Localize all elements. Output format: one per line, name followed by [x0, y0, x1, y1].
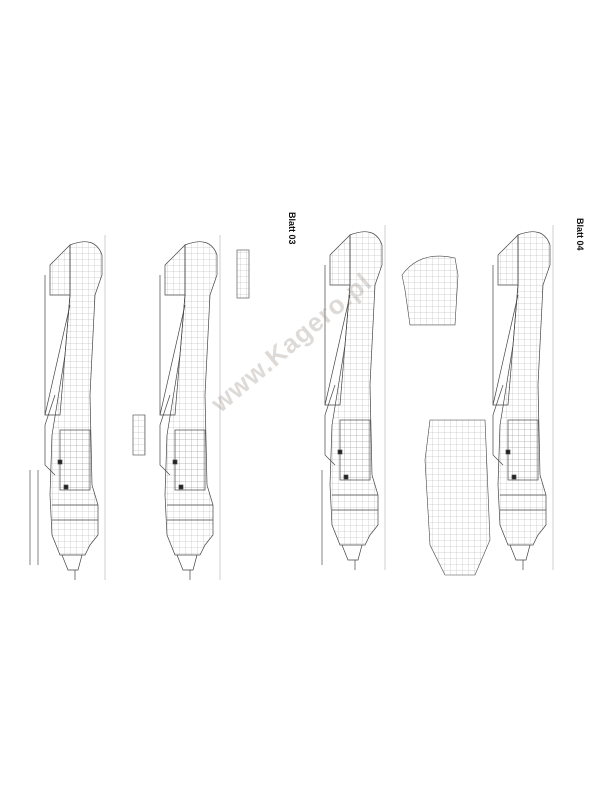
forward-fuselage-detail-drawing	[424, 419, 491, 576]
left-sheet-title: Blatt 03	[287, 212, 297, 245]
aircraft-drawing-2	[159, 234, 221, 581]
right-sheet-title: Blatt 04	[575, 218, 585, 251]
tail-detail-drawing	[401, 255, 459, 326]
aircraft-drawing-4	[492, 224, 554, 571]
aircraft-drawing-1	[44, 234, 106, 581]
detail-drawing-small-1	[132, 249, 250, 456]
scale-bar	[29, 470, 39, 565]
